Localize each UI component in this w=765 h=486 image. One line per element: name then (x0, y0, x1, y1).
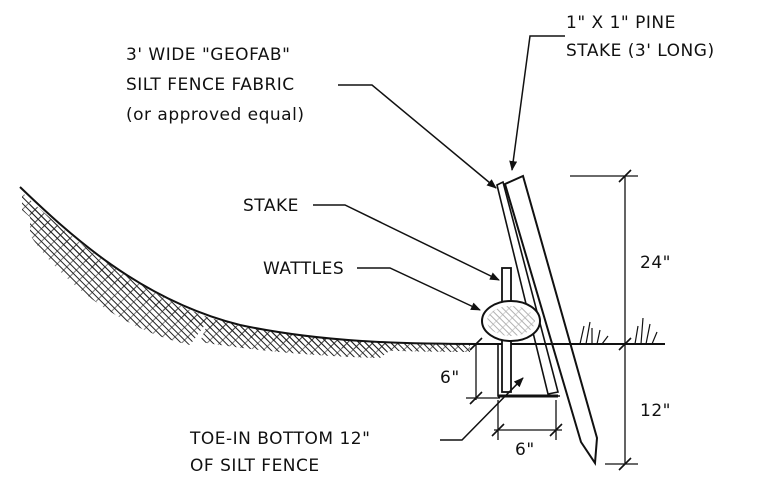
dim-below-grade: 12" (640, 401, 671, 421)
dim-above-grade: 24" (640, 253, 671, 273)
slope-hatch-body (30, 200, 210, 345)
dim-depth-ticks (469, 337, 483, 405)
pine-stake-label-1: 1" X 1" PINE (566, 13, 676, 33)
wattles-label: WATTLES (263, 259, 344, 279)
leader-stake (313, 204, 500, 281)
grass-tuft-right (634, 317, 658, 345)
dim-width-ticks (491, 423, 563, 437)
pine-stake-label-2: STAKE (3' LONG) (566, 41, 715, 61)
leader-fabric (338, 84, 497, 189)
dim-trench-width: 6" (515, 440, 535, 460)
fabric-label-3: (or approved equal) (126, 105, 304, 125)
toe-in-label-2: OF SILT FENCE (190, 456, 320, 476)
slope-surface-line (19, 186, 481, 345)
grass-tuft-left (579, 321, 609, 345)
stake-label: STAKE (243, 196, 299, 216)
fabric-label-2: SILT FENCE FABRIC (126, 75, 295, 95)
toe-in-label-1: TOE-IN BOTTOM 12" (189, 429, 370, 449)
leader-wattles (357, 267, 481, 311)
dim-trench-depth: 6" (440, 368, 460, 388)
pine-stake (503, 174, 599, 466)
leader-toe-in (440, 377, 524, 441)
fabric-label-1: 3' WIDE "GEOFAB" (126, 45, 290, 65)
dim-ticks (618, 169, 632, 471)
slope-hatch-mid (200, 318, 400, 358)
leader-pine-stake (509, 35, 565, 171)
wattle-texture (487, 306, 535, 336)
